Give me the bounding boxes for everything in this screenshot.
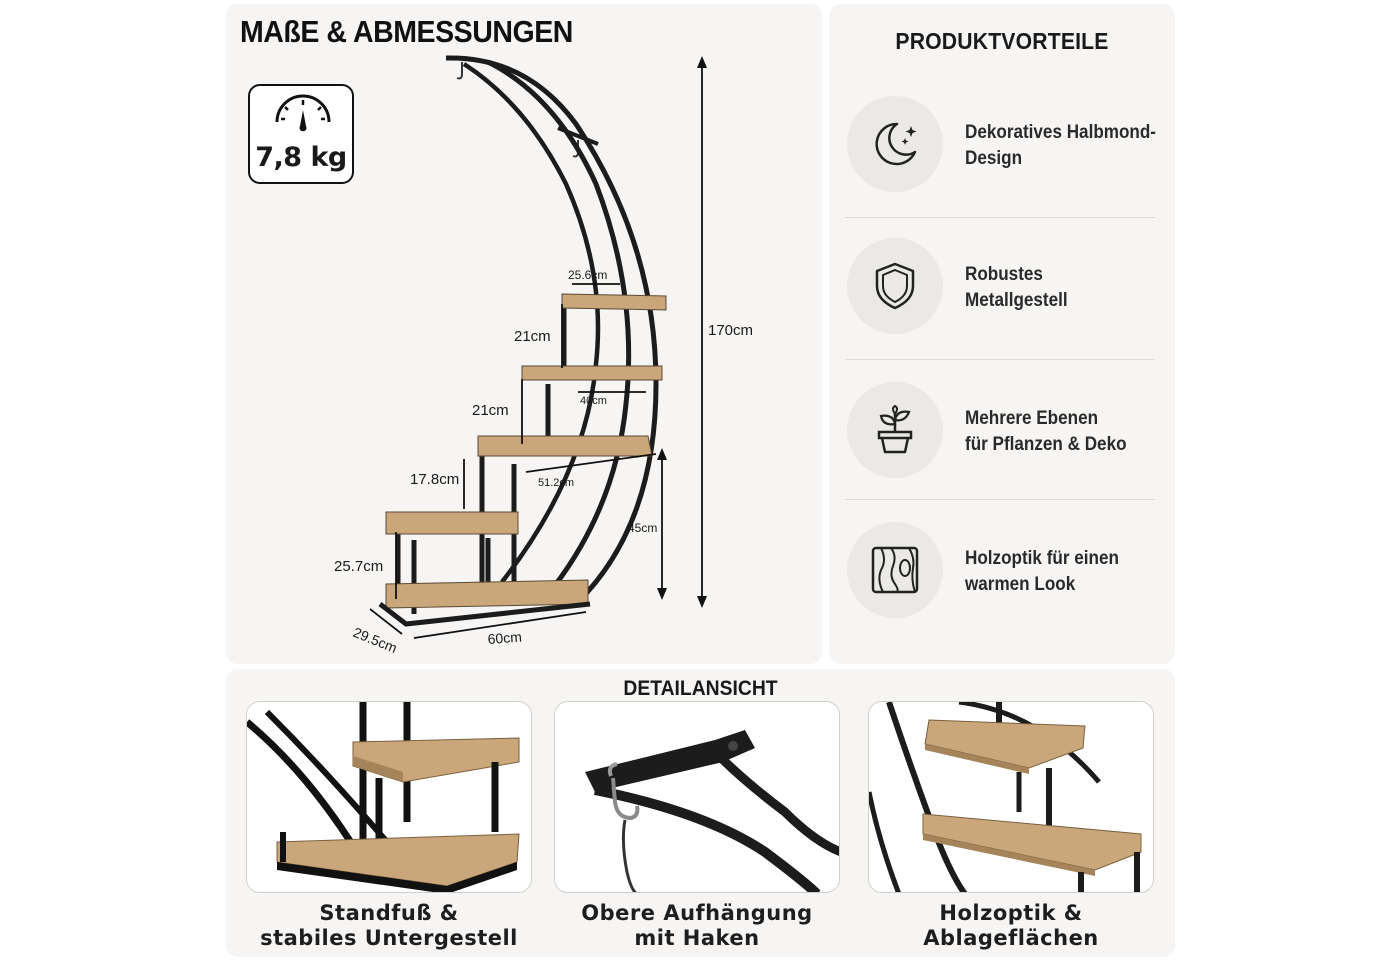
detail-image-hook [554,701,840,893]
benefit-line2: Metallgestell [965,290,1068,311]
dim-gap-2: 21cm [472,402,509,419]
inner-arc [462,62,601,584]
detail-caption-base: Standfuß & stabiles Untergestell [260,901,518,950]
benefit-line2: warmen Look [965,574,1076,595]
moon-stars-icon [875,122,917,166]
benefit-line1: Holzoptik für einen [965,548,1119,569]
detail-image-shelves [868,701,1154,893]
middle-arc [486,59,632,586]
dim-depth: 29.5cm [351,624,400,656]
benefit-line1: Dekoratives Halbmond- [965,122,1157,143]
scale-icon [275,94,331,132]
divider [845,499,1155,500]
dim-shelf-2-width: 40cm [580,395,607,407]
shelf-drawing: 25.6cm 21cm 40cm 21cm 51.2cm 17.8cm 25.7… [334,55,753,656]
detail-caption-shelves: Holzoptik & Ablageflächen [923,901,1099,950]
dim-base-width: 60cm [487,629,522,647]
benefit-item: Dekoratives Halbmond- Design [845,96,1159,196]
detail-image-base [246,701,532,893]
benefit-item: Robustes Metallgestell [845,238,1159,338]
dim-gap-1: 21cm [514,328,551,345]
dim-top-shelf-width: 25.6cm [568,268,607,282]
weight-value: 7,8 kg [255,142,347,173]
detail-caption-hook: Obere Aufhängung mit Haken [581,901,813,950]
outer-arc [445,55,659,604]
benefit-line1: Robustes [965,264,1043,285]
divider [845,359,1155,360]
hook-icon [456,62,463,80]
benefit-item: Mehrere Ebenen für Pflanzen & Deko [845,382,1159,482]
wood-grain-icon [871,546,919,594]
dimensions-title: MAßE & ABMESSUNGEN [240,14,573,49]
detail-panel: DETAILANSICHT Standfuß & stabiles Unterg… [226,669,1175,957]
benefit-line1: Mehrere Ebenen [965,408,1099,429]
dim-lower-height: 45cm [628,521,657,535]
dim-gap-3: 17.8cm [410,471,459,488]
benefit-line2: für Pflanzen & Deko [965,434,1127,455]
dimensions-panel: MAßE & ABMESSUNGEN 7,8 kg [226,4,822,664]
dim-shelf-3-width: 51.2cm [538,477,574,489]
dim-gap-4: 25.7cm [334,558,383,575]
benefit-item: Holzoptik für einen warmen Look [845,522,1159,622]
weight-badge: 7,8 kg [248,84,354,184]
divider [845,217,1155,218]
plant-pot-icon [877,404,913,454]
shield-icon [875,262,915,310]
benefit-line2: Design [965,148,1023,169]
detail-title: DETAILANSICHT [623,677,778,700]
benefits-title: PRODUKTVORTEILE [895,28,1109,54]
benefits-panel: PRODUKTVORTEILE Dekoratives Halbmond- De… [829,4,1175,664]
dim-total-height: 170cm [708,322,753,339]
